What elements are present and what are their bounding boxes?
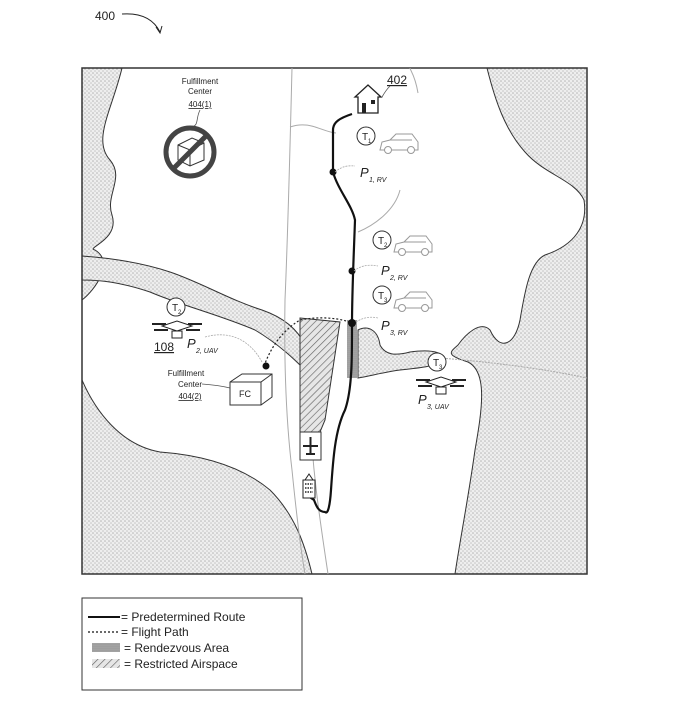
leader-line <box>201 383 231 389</box>
map: 402 Fulfillment Center 404(1) T 1 P 1, R… <box>81 67 588 575</box>
car-icon <box>393 291 433 312</box>
position-label-p3-rv: P 3, RV <box>381 318 409 337</box>
destination-ref: 402 <box>387 73 407 87</box>
svg-text:FC: FC <box>239 389 251 399</box>
leader-line <box>355 316 379 323</box>
predetermined-route <box>307 112 357 514</box>
svg-text:3: 3 <box>384 298 388 304</box>
figure-arrow <box>121 13 161 33</box>
svg-text:2: 2 <box>178 310 182 316</box>
water-inlet <box>357 327 446 379</box>
legend-item-rendezvous-area: = Rendezvous Area <box>124 641 229 655</box>
svg-text:3: 3 <box>439 365 443 371</box>
svg-text:T: T <box>172 303 178 314</box>
route-point-p1 <box>329 168 337 176</box>
legend: = Predetermined Route = Flight Path = Re… <box>81 597 303 691</box>
uav-drone-icon <box>416 376 466 395</box>
figure-arrowhead <box>155 25 163 35</box>
house-icon <box>353 84 383 114</box>
office-building-icon <box>302 473 316 499</box>
fc1-ref: 404(1) <box>188 100 211 109</box>
closed-fulfillment-center-icon <box>163 125 217 179</box>
position-label-p3-uav: P 3, UAV <box>418 392 450 411</box>
uav-point-p2 <box>262 362 270 370</box>
road <box>284 67 306 575</box>
leader-line <box>334 165 356 173</box>
svg-text:P: P <box>381 263 390 278</box>
figure-number: 400 <box>95 9 115 23</box>
route-point-p2 <box>348 267 356 275</box>
time-badge-t3-uav: T 3 <box>427 352 447 372</box>
road <box>439 357 588 379</box>
position-label-p2-rv: P 2, RV <box>381 263 409 282</box>
airport-icon <box>299 431 322 461</box>
leader-line <box>381 85 391 98</box>
fulfillment-center-box-icon: FC <box>229 373 273 406</box>
svg-text:P: P <box>418 392 427 407</box>
leader-line <box>204 334 263 363</box>
time-badge-t2-uav: T 2 <box>166 297 186 317</box>
route-point-p3 <box>348 319 356 327</box>
car-icon <box>393 235 433 256</box>
uav-drone-icon <box>152 320 202 339</box>
restricted-airspace <box>299 317 341 433</box>
svg-text:2: 2 <box>384 243 388 249</box>
svg-text:2, UAV: 2, UAV <box>195 348 219 355</box>
legend-item-restricted-airspace: = Restricted Airspace <box>124 657 238 671</box>
time-badge-t2-vehicle: T 2 <box>372 230 392 250</box>
map-border <box>81 67 588 575</box>
svg-text:3, RV: 3, RV <box>390 330 409 337</box>
svg-text:P: P <box>360 165 369 180</box>
fc1-label-line2: Center <box>188 87 212 96</box>
uav-ref: 108 <box>154 340 174 354</box>
svg-text:T: T <box>433 358 439 369</box>
legend-item-flight-path: = Flight Path <box>121 625 189 639</box>
road <box>409 67 419 94</box>
svg-text:P: P <box>187 336 196 351</box>
svg-text:1, RV: 1, RV <box>369 177 388 184</box>
car-icon <box>379 133 419 154</box>
time-badge-t3-vehicle: T 3 <box>372 285 392 305</box>
svg-text:T: T <box>378 291 384 302</box>
position-label-p1-rv: P 1, RV <box>360 165 388 184</box>
legend-item-predetermined-route: = Predetermined Route <box>121 610 246 624</box>
fc2-label-line1: Fulfillment <box>168 369 205 378</box>
svg-text:P: P <box>381 318 390 333</box>
fc2-label-line2: Center <box>178 380 202 389</box>
position-label-p2-uav: P 2, UAV <box>187 336 219 355</box>
fc1-label-line1: Fulfillment <box>182 77 219 86</box>
svg-text:3, UAV: 3, UAV <box>427 404 450 411</box>
time-badge-t1: T 1 <box>356 126 376 146</box>
svg-text:1: 1 <box>368 139 372 145</box>
svg-text:T: T <box>378 236 384 247</box>
legend-restricted-symbol <box>92 659 120 668</box>
leader-line <box>353 264 379 272</box>
legend-rendezvous-symbol <box>92 643 120 652</box>
svg-text:2, RV: 2, RV <box>389 275 409 282</box>
road <box>357 189 401 233</box>
svg-text:T: T <box>362 132 368 143</box>
fc2-ref: 404(2) <box>178 392 201 401</box>
